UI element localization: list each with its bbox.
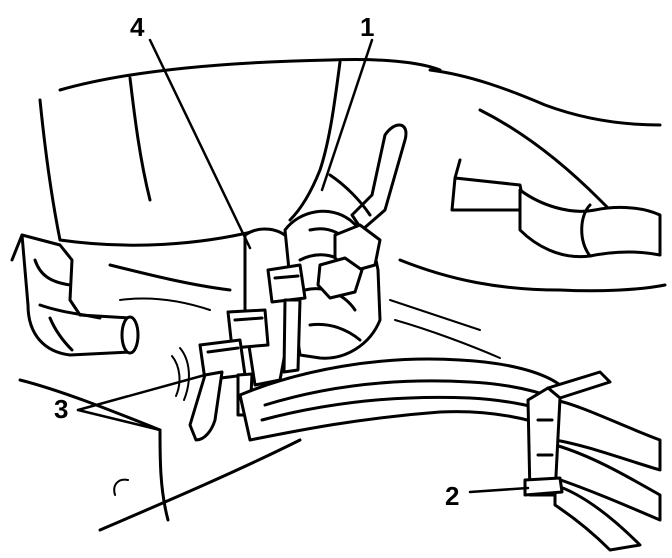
leader-1 xyxy=(320,38,374,192)
small-tubes xyxy=(188,298,302,442)
elbow-fitting xyxy=(10,233,140,357)
engine-block-outline xyxy=(18,57,667,532)
callout-4: 4 xyxy=(130,12,145,42)
hose-clamp xyxy=(198,223,382,382)
leader-4 xyxy=(148,38,252,250)
leader-lines xyxy=(76,38,530,494)
leader-3a xyxy=(76,373,207,412)
callout-3: 3 xyxy=(54,394,68,424)
fuel-line-bundle xyxy=(238,357,662,552)
right-bracket xyxy=(450,158,662,259)
retaining-clip-bracket xyxy=(523,370,612,497)
leader-3b xyxy=(76,408,162,432)
callout-2: 2 xyxy=(445,481,459,511)
leader-2 xyxy=(468,486,530,494)
upper-hose xyxy=(328,123,408,232)
callout-1: 1 xyxy=(360,12,374,42)
